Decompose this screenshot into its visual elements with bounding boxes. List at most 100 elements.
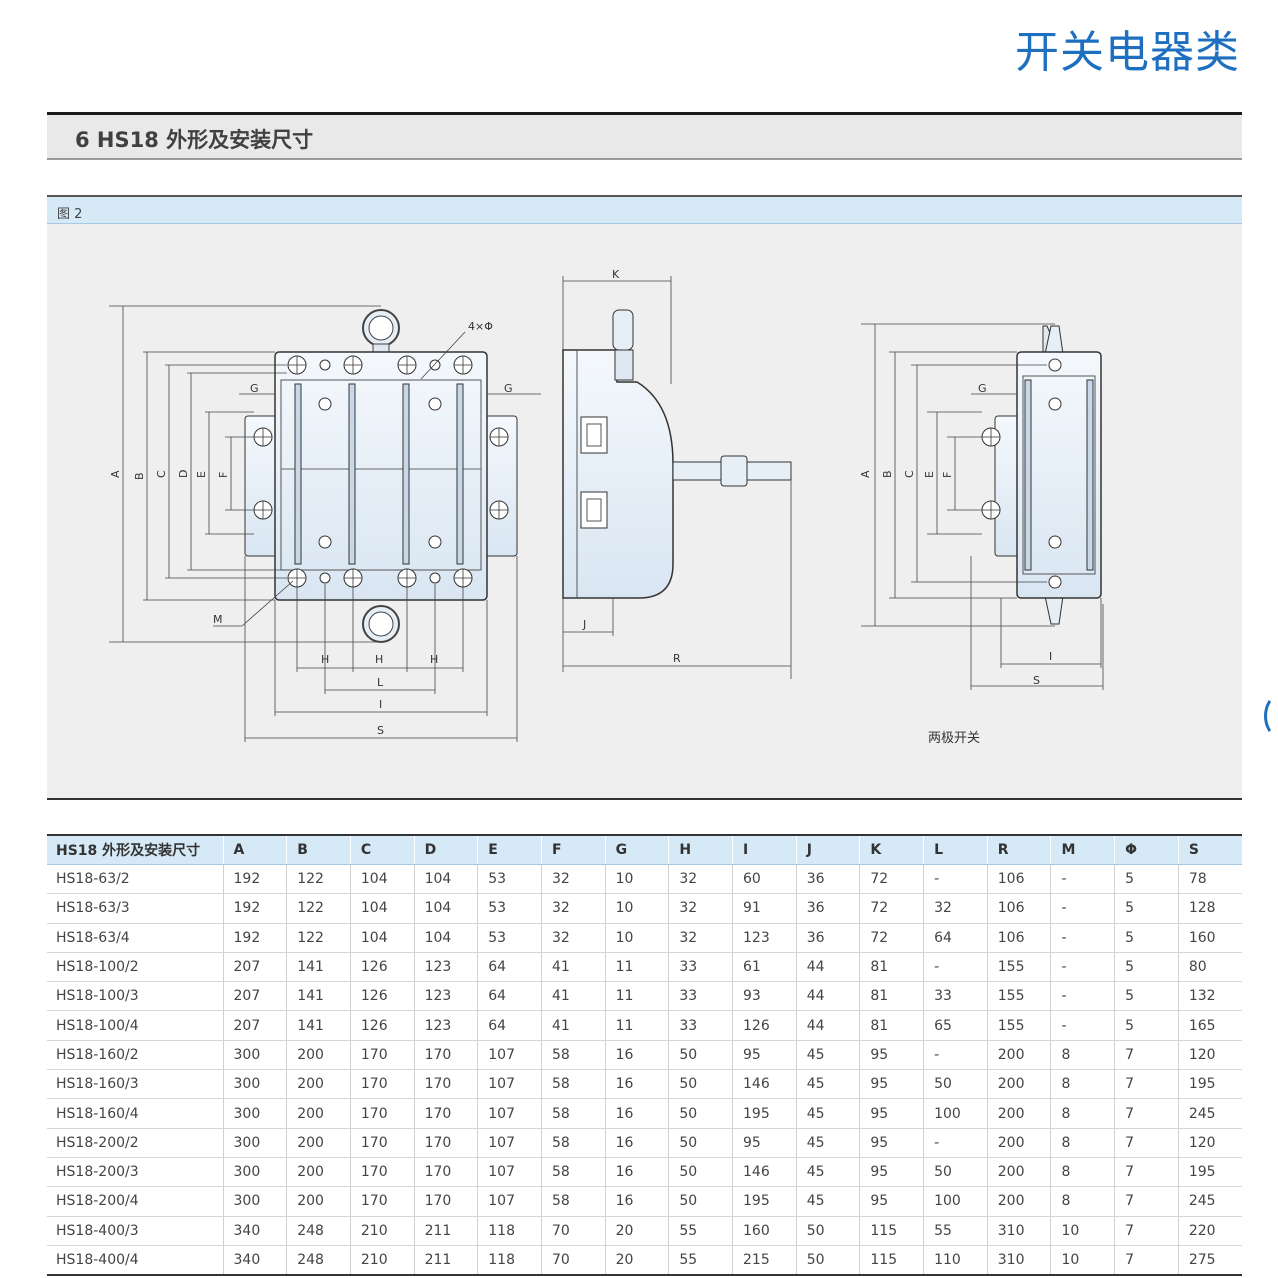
table-cell: 207 — [222, 981, 287, 1012]
table-cell: 44 — [795, 1010, 860, 1041]
table-cell: 50 — [923, 1069, 988, 1100]
table-cell: - — [923, 1040, 988, 1071]
table-cell: 41 — [540, 952, 606, 983]
table-cell: 95 — [732, 1040, 797, 1071]
table-cell: 7 — [1114, 1245, 1179, 1276]
column-header: F — [540, 835, 606, 865]
table-cell: 91 — [732, 893, 797, 924]
dim-label-h2: H — [375, 653, 383, 666]
table-cell: 200 — [986, 1186, 1051, 1217]
table-cell: - — [1050, 981, 1115, 1012]
table-cell: 200 — [286, 1186, 351, 1217]
dim-label-a-2p: A — [859, 470, 872, 478]
column-header: A — [222, 835, 287, 865]
table-cell: 10 — [604, 893, 669, 924]
table-cell: 160 — [1177, 923, 1242, 953]
table-cell: 215 — [732, 1245, 797, 1276]
table-cell: 122 — [286, 864, 351, 895]
table-cell: 300 — [222, 1098, 287, 1129]
table-cell: 32 — [540, 864, 606, 895]
table-cell: 340 — [222, 1245, 287, 1276]
table-cell: 50 — [923, 1157, 988, 1188]
table-cell: 45 — [795, 1157, 860, 1188]
table-cell: 200 — [286, 1098, 351, 1129]
table-cell: 195 — [1177, 1157, 1242, 1188]
column-header: Φ — [1114, 835, 1179, 865]
table-cell: 300 — [222, 1157, 287, 1188]
dim-label-i: I — [379, 698, 382, 711]
table-cell: 20 — [604, 1216, 669, 1246]
figure-panel: 图 2 — [47, 195, 1242, 800]
table-cell: - — [1050, 952, 1115, 983]
table-cell: 81 — [859, 952, 924, 983]
table-cell: 58 — [540, 1128, 606, 1158]
table-cell: 107 — [477, 1040, 542, 1071]
table-cell: 170 — [349, 1098, 415, 1129]
table-cell: 55 — [923, 1216, 988, 1246]
table-cell: 45 — [795, 1040, 860, 1071]
table-cell: 107 — [477, 1128, 542, 1158]
table-cell: 33 — [668, 952, 733, 983]
table-cell: 72 — [859, 893, 924, 924]
table-cell: 61 — [732, 952, 797, 983]
table-cell: 106 — [986, 864, 1051, 895]
column-header: J — [795, 835, 860, 865]
table-cell: 11 — [604, 981, 669, 1012]
table-cell: 72 — [859, 923, 924, 953]
table-cell: 220 — [1177, 1216, 1242, 1246]
dim-label-c-2p: C — [903, 470, 916, 478]
table-cell: 50 — [668, 1157, 733, 1188]
table-cell: 10 — [604, 923, 669, 953]
table-cell: 5 — [1114, 1010, 1179, 1041]
table-cell: 310 — [986, 1245, 1051, 1276]
table-cell: HS18-100/2 — [47, 952, 223, 983]
table-cell: 300 — [222, 1128, 287, 1158]
table-cell: 300 — [222, 1040, 287, 1071]
column-header: R — [986, 835, 1051, 865]
dim-label-g-2p: G — [978, 382, 987, 395]
table-cell: 104 — [413, 923, 478, 953]
table-cell: 41 — [540, 1010, 606, 1041]
table-cell: 36 — [795, 864, 860, 895]
table-cell: 44 — [795, 952, 860, 983]
table-cell: 55 — [668, 1216, 733, 1246]
table-cell: 106 — [986, 923, 1051, 953]
table-cell: 11 — [604, 952, 669, 983]
table-cell: 64 — [477, 981, 542, 1012]
column-header: D — [413, 835, 478, 865]
table-cell: 65 — [923, 1010, 988, 1041]
column-header: H — [668, 835, 733, 865]
table-cell: 118 — [477, 1216, 542, 1246]
table-cell: 141 — [286, 952, 351, 983]
table-cell: 95 — [732, 1128, 797, 1158]
brand-title: 开关电器类 — [1015, 27, 1240, 78]
table-cell: 5 — [1114, 952, 1179, 983]
dim-label-i-2p: I — [1049, 650, 1052, 663]
table-cell: 165 — [1177, 1010, 1242, 1041]
column-header: C — [349, 835, 415, 865]
table-cell: 8 — [1050, 1186, 1115, 1217]
table-cell: 7 — [1114, 1128, 1179, 1158]
column-header: I — [732, 835, 797, 865]
table-cell: 16 — [604, 1157, 669, 1188]
table-cell: 170 — [413, 1098, 478, 1129]
dim-label-f: F — [217, 472, 230, 478]
table-cell: 32 — [540, 893, 606, 924]
table-cell: 170 — [349, 1186, 415, 1217]
table-cell: 123 — [413, 1010, 478, 1041]
table-cell: 8 — [1050, 1157, 1115, 1188]
table-cell: 58 — [540, 1186, 606, 1217]
table-cell: 58 — [540, 1098, 606, 1129]
table-cell: 146 — [732, 1069, 797, 1100]
table-cell: 45 — [795, 1098, 860, 1129]
table-cell: 211 — [413, 1245, 478, 1276]
table-cell: 300 — [222, 1186, 287, 1217]
table-cell: 33 — [668, 1010, 733, 1041]
table-cell: 248 — [286, 1216, 351, 1246]
table-cell: 115 — [859, 1245, 924, 1276]
